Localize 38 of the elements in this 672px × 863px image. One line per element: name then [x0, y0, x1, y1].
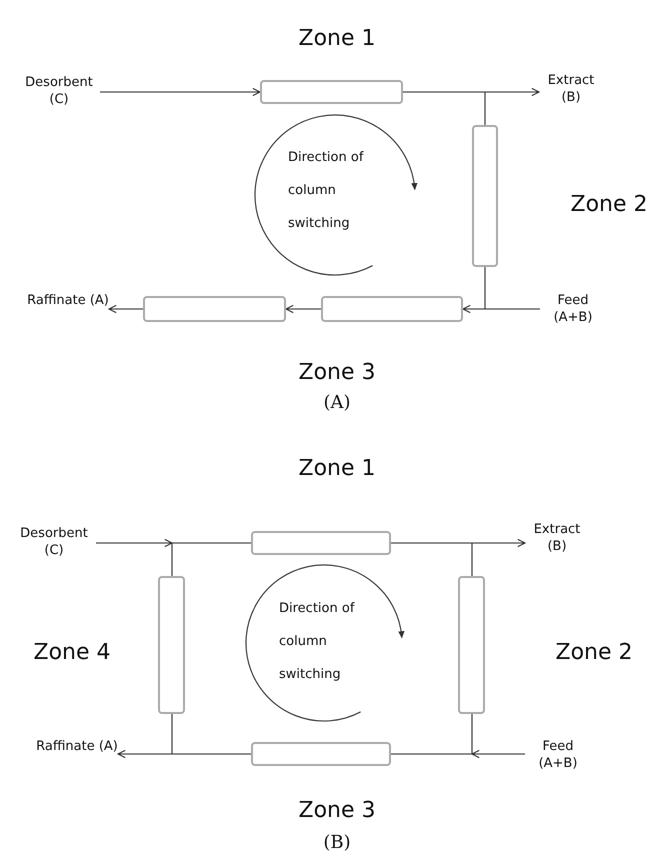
column-shape [472, 125, 498, 267]
zone-label: Zone 1 [298, 26, 376, 51]
stream-label: Extract (B) [539, 72, 603, 108]
arrow [96, 538, 173, 548]
column-shape [143, 296, 286, 322]
column-shape [321, 296, 463, 322]
connector-line [171, 542, 251, 576]
column-shape [458, 576, 485, 714]
zone-label: Zone 2 [554, 640, 634, 665]
zone-label: Zone 3 [298, 360, 376, 385]
panel-caption: (A) [322, 392, 352, 413]
arrow [108, 304, 143, 314]
connector-line [391, 714, 473, 755]
column-shape [251, 742, 391, 766]
connector-line [171, 714, 251, 755]
column-shape [158, 576, 185, 714]
connector-line [403, 91, 486, 125]
zone-label: Zone 4 [32, 640, 112, 665]
column-shape [251, 531, 391, 555]
stream-label: Desorbent (C) [12, 525, 96, 563]
column-shape [260, 80, 403, 104]
stream-label: Desorbent (C) [18, 74, 100, 110]
panel-caption: (B) [322, 832, 352, 853]
annotation-text: Direction of column switching [279, 600, 355, 684]
stream-label: Extract (B) [525, 521, 589, 559]
arrow [285, 304, 321, 314]
arrow [471, 750, 525, 758]
arrow [100, 88, 261, 96]
zone-label: Zone 1 [298, 456, 376, 481]
stream-label: Feed (A+B) [540, 292, 606, 330]
stream-label: Raffinate (A) [27, 292, 109, 330]
connector-line [391, 542, 473, 576]
stream-label: Raffinate (A) [36, 738, 118, 776]
annotation-text: Direction of column switching [288, 149, 364, 233]
zone-label: Zone 3 [298, 798, 376, 823]
arrow [462, 304, 540, 314]
stream-label: Feed (A+B) [525, 738, 591, 776]
zone-label: Zone 2 [570, 192, 648, 217]
